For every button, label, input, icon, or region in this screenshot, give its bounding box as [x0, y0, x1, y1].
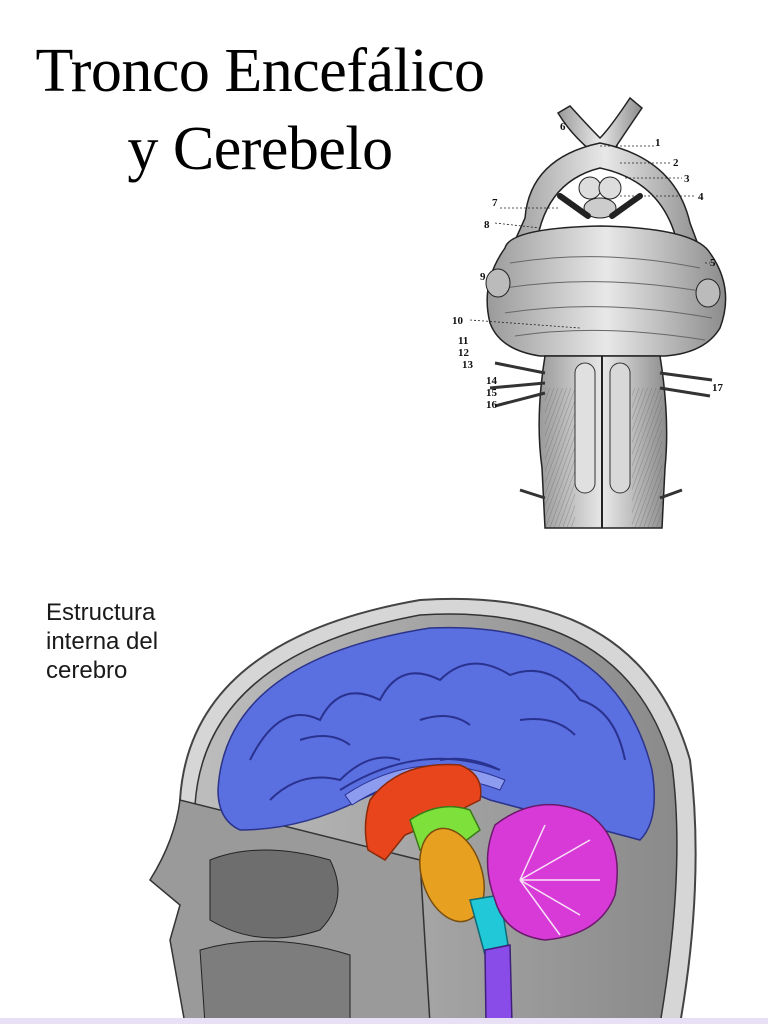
svg-text:17: 17 [712, 382, 724, 394]
caption-line-2: interna del [46, 628, 159, 655]
caption-line-1: Estructura [46, 599, 156, 626]
svg-text:14: 14 [486, 375, 498, 387]
cerebrum-region [217, 626, 655, 841]
pons-region [419, 827, 485, 923]
svg-text:11: 11 [458, 335, 468, 347]
svg-text:8: 8 [484, 219, 490, 231]
title-line-1: Tronco Encefálico [35, 37, 485, 105]
svg-text:1: 1 [655, 137, 661, 149]
svg-text:10: 10 [452, 315, 464, 327]
sagittal-head-illustration [0, 580, 768, 1024]
svg-text:15: 15 [486, 387, 498, 399]
svg-text:5: 5 [710, 257, 716, 269]
svg-text:6: 6 [560, 121, 566, 133]
spinal-cord-region [484, 944, 513, 1024]
slide-title: Tronco Encefálico y Cerebelo [0, 32, 520, 188]
svg-text:2: 2 [673, 157, 679, 169]
head-figure-caption: Estructura interna del cerebro [46, 598, 158, 685]
caption-line-3: cerebro [46, 657, 128, 684]
svg-text:12: 12 [458, 347, 470, 359]
svg-text:4: 4 [698, 191, 704, 203]
title-line-2: y Cerebelo [127, 115, 393, 183]
brainstem-illustration: 1 2 3 4 5 6 7 8 9 10 11 12 13 14 15 16 1… [450, 88, 750, 533]
cerebellum-region [486, 803, 618, 941]
svg-text:13: 13 [462, 359, 474, 371]
svg-text:9: 9 [480, 271, 486, 283]
svg-text:3: 3 [684, 173, 690, 185]
svg-text:7: 7 [492, 197, 498, 209]
svg-text:16: 16 [486, 399, 498, 411]
